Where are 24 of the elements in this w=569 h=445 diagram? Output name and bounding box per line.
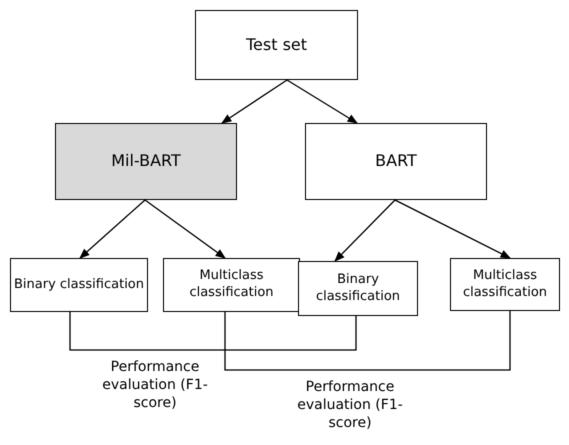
node-label: BART	[375, 151, 417, 172]
node-label: Binary classification	[14, 276, 144, 294]
task-box	[10, 258, 148, 312]
input-box	[195, 10, 358, 80]
model-box	[305, 123, 487, 200]
edge-label: Performance evaluation (F1-score)	[296, 378, 404, 433]
model-box	[55, 123, 237, 200]
arrow	[221, 79, 288, 124]
node-label: Binary classification	[314, 272, 402, 306]
arrow	[334, 200, 396, 262]
task-box	[298, 261, 418, 316]
arrow	[144, 199, 226, 259]
node-label: Mil-BART	[111, 151, 181, 172]
arrow	[394, 199, 511, 259]
node-label: Test set	[246, 34, 308, 56]
bracket-connector	[69, 312, 357, 351]
arrow	[79, 200, 146, 259]
edge-label: Performance evaluation (F1-score)	[101, 358, 209, 413]
bracket-connector	[224, 311, 511, 371]
node-label: Multiclass classification	[462, 268, 548, 302]
node-label: Multiclass classification	[188, 268, 275, 302]
task-box	[163, 258, 300, 312]
task-box	[450, 258, 560, 311]
arrow	[286, 79, 358, 124]
